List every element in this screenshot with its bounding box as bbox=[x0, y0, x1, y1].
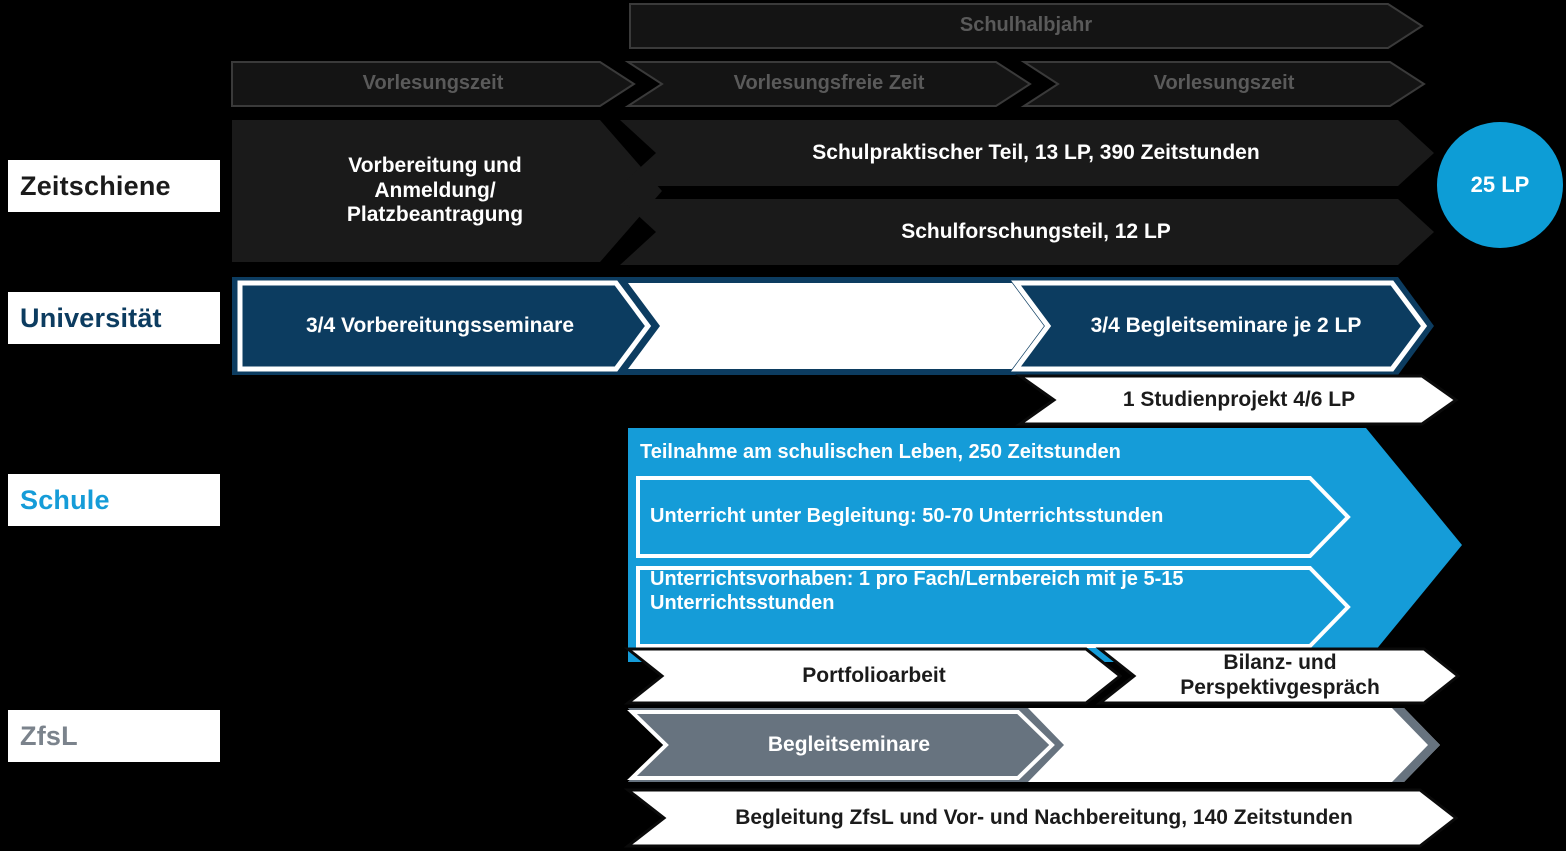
row-label-zeitschiene-text: Zeitschiene bbox=[20, 170, 171, 201]
portfolioarbeit-text: Portfolioarbeit bbox=[802, 663, 946, 687]
label-teilnahme-schulisches-leben: Teilnahme am schulischen Leben, 250 Zeit… bbox=[640, 436, 1400, 470]
label-schulforschungsteil: Schulforschungsteil, 12 LP bbox=[656, 199, 1416, 265]
row-label-universitaet-text: Universität bbox=[20, 302, 162, 333]
studienprojekt-text: 1 Studienprojekt 4/6 LP bbox=[1122, 387, 1356, 411]
credit-badge-text: 25 LP bbox=[1470, 172, 1530, 197]
shape-uni-gap bbox=[628, 283, 1044, 369]
vorbereitung-line-2: Anmeldung/ bbox=[374, 178, 496, 202]
row-label-zeitschiene: Zeitschiene bbox=[8, 160, 220, 212]
begleitseminare-uni-text: 3/4 Begleitseminare je 2 LP bbox=[1090, 313, 1362, 337]
label-schulpraktischer-teil: Schulpraktischer Teil, 13 LP, 390 Zeitst… bbox=[656, 120, 1416, 186]
label-studienprojekt: 1 Studienprojekt 4/6 LP bbox=[1054, 376, 1424, 424]
label-portfolioarbeit: Portfolioarbeit bbox=[662, 649, 1086, 703]
vorbereitung-line-1: Vorbereitung und bbox=[348, 153, 522, 177]
row-label-schule: Schule bbox=[8, 474, 220, 526]
label-unterricht-begleitung: Unterricht unter Begleitung: 50-70 Unter… bbox=[650, 478, 1330, 556]
label-vorbereitungsseminare: 3/4 Vorbereitungsseminare bbox=[250, 283, 630, 369]
row-label-zfsl-text: ZfsL bbox=[20, 720, 78, 751]
phase-1-text: Vorlesungsfreie Zeit bbox=[733, 72, 925, 95]
label-begleitseminare-zfsl: Begleitseminare bbox=[666, 708, 1032, 782]
begleitseminare-zfsl-text: Begleitseminare bbox=[767, 732, 931, 756]
label-unterrichtsvorhaben: Unterrichtsvorhaben: 1 pro Fach/Lernbere… bbox=[650, 568, 1330, 646]
unterricht-begleitung-text: Unterricht unter Begleitung: 50-70 Unter… bbox=[650, 505, 1164, 528]
label-phase-vorlesungsfreie-zeit: Vorlesungsfreie Zeit bbox=[628, 62, 1030, 106]
row-label-zfsl: ZfsL bbox=[8, 710, 220, 762]
phase-0-text: Vorlesungszeit bbox=[362, 72, 504, 95]
schulpraktischer-teil-text: Schulpraktischer Teil, 13 LP, 390 Zeitst… bbox=[812, 140, 1260, 164]
label-vorbereitung: Vorbereitung und Anmeldung/ Platzbeantra… bbox=[240, 120, 630, 262]
unterrichtsvorhaben-line-2: Unterrichtsstunden bbox=[650, 591, 835, 614]
schulforschungsteil-text: Schulforschungsteil, 12 LP bbox=[901, 219, 1171, 243]
vorbereitung-line-3: Platzbeantragung bbox=[346, 203, 524, 227]
vorbereitungsseminare-text: 3/4 Vorbereitungsseminare bbox=[305, 313, 575, 337]
label-phase-vorlesungszeit-1: Vorlesungszeit bbox=[232, 62, 634, 106]
label-bilanzgespraech: Bilanz- und Perspektivgespräch bbox=[1134, 645, 1426, 707]
label-begleitung-zfsl: Begleitung ZfsL und Vor- und Nachbereitu… bbox=[664, 790, 1424, 846]
row-label-universitaet: Universität bbox=[8, 292, 220, 344]
label-schulhalbjahr: Schulhalbjahr bbox=[630, 4, 1422, 48]
schulhalbjahr-text: Schulhalbjahr bbox=[959, 14, 1093, 37]
label-phase-vorlesungszeit-2: Vorlesungszeit bbox=[1024, 62, 1424, 106]
bilanzgespraech-line-1: Bilanz- und bbox=[1223, 651, 1337, 675]
shape-zfsl-right-tip bbox=[1392, 708, 1440, 782]
unterrichtsvorhaben-line-1: Unterrichtsvorhaben: 1 pro Fach/Lernbere… bbox=[650, 568, 1184, 590]
row-label-schule-text: Schule bbox=[20, 484, 110, 515]
bilanzgespraech-line-2: Perspektivgespräch bbox=[1180, 676, 1380, 699]
phase-2-text: Vorlesungszeit bbox=[1153, 72, 1295, 95]
begleitung-zfsl-text: Begleitung ZfsL und Vor- und Nachbereitu… bbox=[735, 805, 1353, 829]
credit-badge-25lp: 25 LP bbox=[1437, 122, 1563, 248]
teilnahme-text: Teilnahme am schulischen Leben, 250 Zeit… bbox=[640, 441, 1121, 464]
label-begleitseminare-uni: 3/4 Begleitseminare je 2 LP bbox=[1046, 283, 1406, 369]
